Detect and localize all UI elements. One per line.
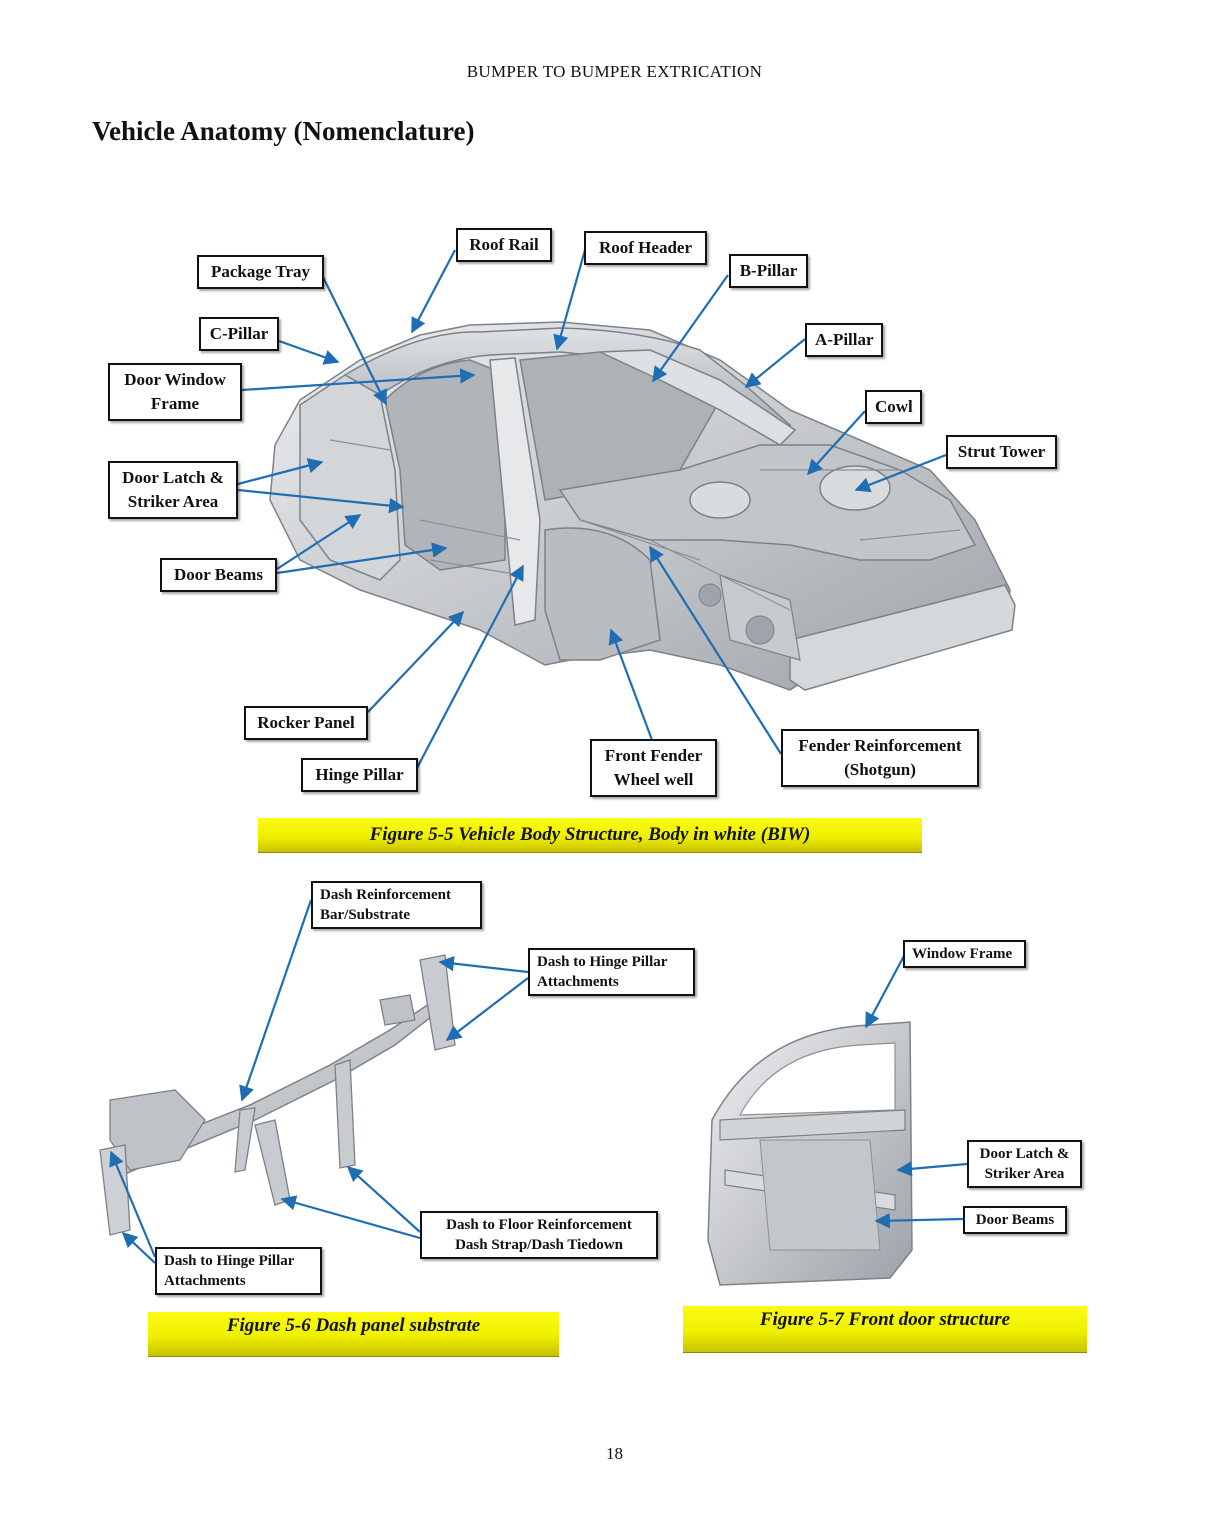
- label-door-latch-striker-door: Door Latch & Striker Area: [967, 1140, 1082, 1188]
- label-line: Door Window: [124, 370, 226, 389]
- figure-5-5-caption: Figure 5-5 Vehicle Body Structure, Body …: [258, 818, 922, 853]
- label-front-fender-wheel-well: Front Fender Wheel well: [590, 739, 717, 797]
- label-door-beams: Door Beams: [160, 558, 277, 592]
- figure-5-6-caption: Figure 5-6 Dash panel substrate: [148, 1312, 559, 1357]
- label-door-beams-door: Door Beams: [963, 1206, 1067, 1234]
- label-c-pillar: C-Pillar: [199, 317, 279, 351]
- door-structure-illustration: [707, 1021, 913, 1286]
- label-cowl: Cowl: [865, 390, 922, 424]
- label-line: Dash Reinforcement: [320, 887, 451, 903]
- page-number: 18: [606, 1444, 623, 1463]
- vehicle-body-illustration: [269, 321, 1016, 691]
- label-strut-tower: Strut Tower: [946, 435, 1057, 469]
- label-line: Dash to Hinge Pillar: [164, 1253, 295, 1269]
- label-package-tray: Package Tray: [197, 255, 324, 289]
- label-dash-hinge-pillar-bottom: Dash to Hinge Pillar Attachments: [155, 1247, 322, 1295]
- figure-5-7-caption: Figure 5-7 Front door structure: [683, 1306, 1087, 1353]
- label-line: Front Fender: [604, 746, 703, 765]
- label-b-pillar: B-Pillar: [729, 254, 808, 288]
- label-line: Door Latch &: [122, 468, 224, 487]
- label-line: Door Latch &: [979, 1146, 1070, 1162]
- label-line: Wheel well: [613, 770, 694, 789]
- label-line: Attachments: [537, 974, 619, 990]
- label-roof-header: Roof Header: [584, 231, 707, 265]
- label-fender-reinforcement: Fender Reinforcement (Shotgun): [781, 729, 979, 787]
- label-roof-rail: Roof Rail: [456, 228, 552, 262]
- label-line: Striker Area: [127, 492, 219, 511]
- label-door-latch-striker: Door Latch & Striker Area: [108, 461, 238, 519]
- label-line: Fender Reinforcement: [798, 736, 962, 755]
- label-rocker-panel: Rocker Panel: [244, 706, 368, 740]
- label-door-window-frame: Door Window Frame: [108, 363, 242, 421]
- label-line: Dash to Hinge Pillar: [537, 954, 668, 970]
- label-a-pillar: A-Pillar: [805, 323, 883, 357]
- label-line: Bar/Substrate: [320, 907, 410, 923]
- label-line: Attachments: [164, 1273, 246, 1289]
- label-line: Frame: [150, 394, 200, 413]
- label-line: Dash to Floor Reinforcement: [446, 1217, 632, 1233]
- label-dash-floor-reinforcement: Dash to Floor Reinforcement Dash Strap/D…: [420, 1211, 658, 1259]
- running-head: BUMPER TO BUMPER EXTRICATION: [466, 62, 763, 81]
- label-window-frame: Window Frame: [903, 940, 1026, 968]
- leader-arrows: [109, 249, 968, 1264]
- label-line: Dash Strap/Dash Tiedown: [455, 1237, 623, 1253]
- label-line: Striker Area: [984, 1166, 1065, 1182]
- label-hinge-pillar: Hinge Pillar: [301, 758, 418, 792]
- label-dash-hinge-pillar-top: Dash to Hinge Pillar Attachments: [528, 948, 695, 996]
- label-dash-reinforcement-bar: Dash Reinforcement Bar/Substrate: [311, 881, 482, 929]
- page-title: Vehicle Anatomy (Nomenclature): [92, 116, 475, 146]
- label-line: (Shotgun): [844, 760, 916, 779]
